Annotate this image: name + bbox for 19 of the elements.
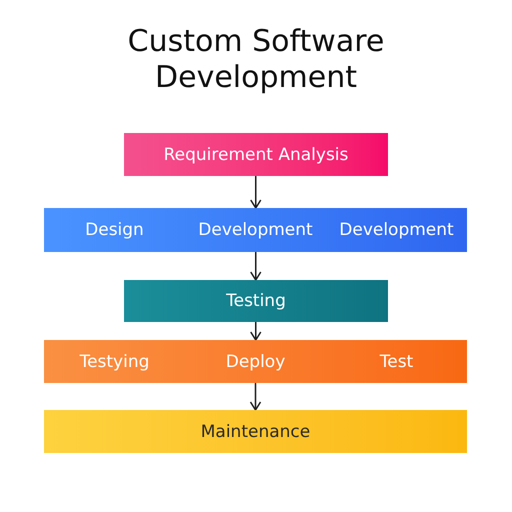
stage-label: Requirement Analysis <box>164 144 348 166</box>
stage-label: Development <box>198 219 313 241</box>
stage-bar <box>44 340 467 383</box>
arrow <box>250 383 262 411</box>
stage-box <box>124 133 388 176</box>
arrow <box>250 176 262 209</box>
stage-label: Maintenance <box>200 420 310 442</box>
stage-label: Deploy <box>226 350 286 372</box>
stage-bar <box>44 410 467 453</box>
arrow <box>250 252 262 281</box>
stage-label: Testing <box>226 290 286 312</box>
stage-label: Development <box>339 219 454 241</box>
stage-label: Testying <box>80 350 150 372</box>
stage-label: Test <box>380 350 414 372</box>
stage-box <box>124 280 388 322</box>
stage-label: Design <box>85 219 144 241</box>
arrow <box>250 322 262 341</box>
stage-bar <box>44 208 467 252</box>
diagram-title: Custom Software Development <box>126 24 386 96</box>
